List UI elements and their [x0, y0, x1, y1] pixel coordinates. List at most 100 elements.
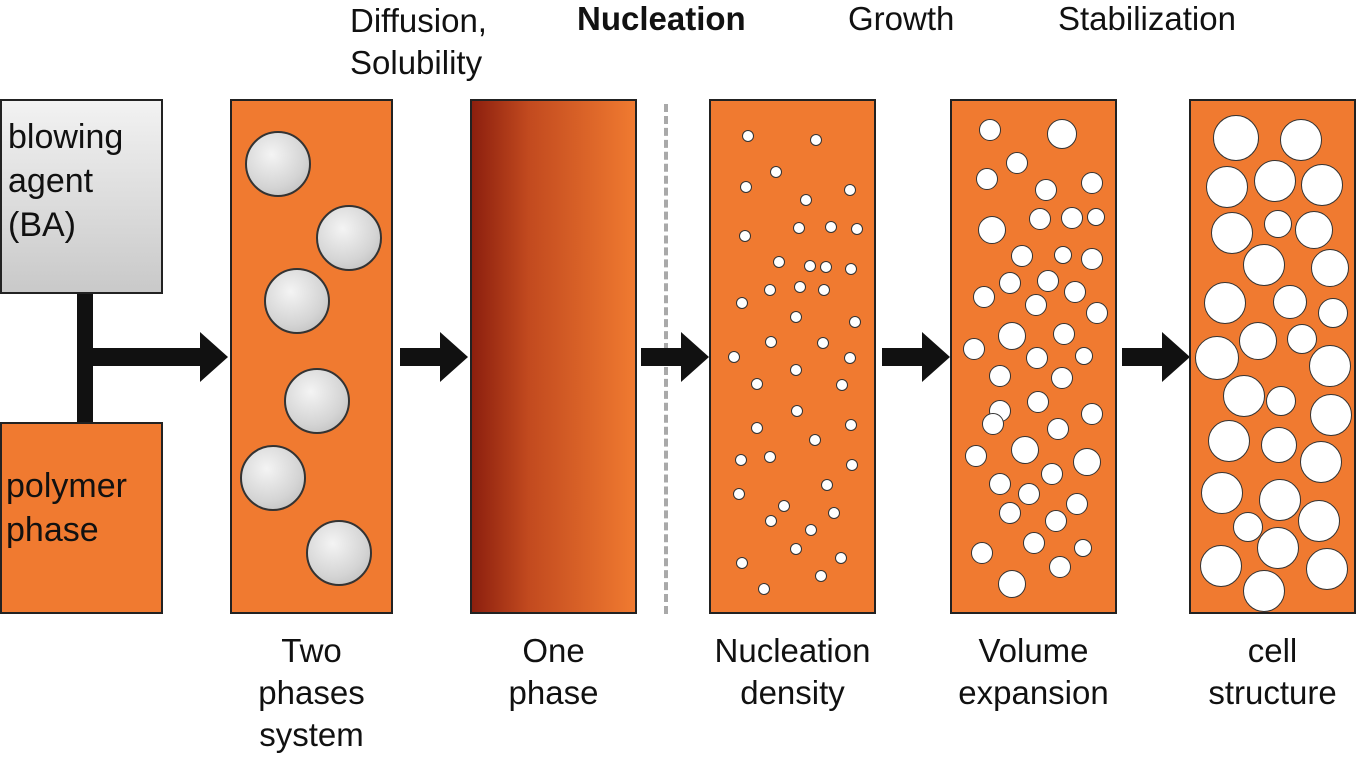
nucleation-bubble [764, 451, 776, 463]
growth-bubble [1066, 493, 1088, 515]
connector-vertical-bar [77, 294, 93, 422]
growth-bubble [1081, 248, 1103, 270]
caption-one-phase: One phase [508, 632, 599, 711]
arrow-3-shaft [641, 348, 683, 366]
nucleation-bubble [849, 316, 861, 328]
cell-bubble [1254, 160, 1296, 202]
arrow-4-head [922, 332, 950, 382]
growth-bubble [1053, 323, 1075, 345]
growth-bubble [1086, 302, 1108, 324]
cell-bubble [1266, 386, 1296, 416]
nucleation-bubble [809, 434, 821, 446]
nucleation-bubble [790, 311, 802, 323]
cell-bubble [1259, 479, 1301, 521]
growth-bubble [998, 322, 1026, 350]
cell-bubble [1208, 420, 1250, 462]
cell-bubble [1298, 500, 1340, 542]
growth-bubble [1049, 556, 1071, 578]
growth-bubble [989, 365, 1011, 387]
cell-bubble [1201, 472, 1243, 514]
cell-bubble [1301, 164, 1343, 206]
stage-label-diffusion: Diffusion, Solubility [350, 2, 487, 81]
cell-bubble [1200, 545, 1242, 587]
nucleation-bubble [733, 488, 745, 500]
arrow-to-two-phases [200, 332, 228, 382]
growth-bubble [1047, 418, 1069, 440]
growth-bubble [999, 272, 1021, 294]
cell-bubble [1233, 512, 1263, 542]
growth-bubble [1011, 436, 1039, 464]
nucleation-bubble [817, 337, 829, 349]
growth-bubble [1061, 207, 1083, 229]
cell-bubble [1287, 324, 1317, 354]
cell-bubble [1261, 427, 1297, 463]
polymer-phase-box: polymer phase [0, 422, 163, 614]
cell-bubble [1206, 166, 1248, 208]
growth-bubble [999, 502, 1021, 524]
growth-bubble [1081, 403, 1103, 425]
nucleation-bubble [845, 263, 857, 275]
arrow-4-shaft [882, 348, 924, 366]
nucleation-bubble [825, 221, 837, 233]
nucleation-bubble [765, 336, 777, 348]
cell-bubble [1306, 548, 1348, 590]
cell-bubble [1273, 285, 1307, 319]
cell-bubble [1300, 441, 1342, 483]
stage-label-growth: Growth [848, 0, 955, 37]
nucleation-bubble [805, 524, 817, 536]
growth-bubble [979, 119, 1001, 141]
nucleation-bubble [794, 281, 806, 293]
growth-bubble [976, 168, 998, 190]
arrow-3-head [681, 332, 709, 382]
nucleation-bubble [764, 284, 776, 296]
nucleation-bubble [851, 223, 863, 235]
stage-label-stabilization: Stabilization [1058, 0, 1236, 37]
growth-bubble [998, 570, 1026, 598]
growth-bubble [1075, 347, 1093, 365]
panel-one-phase [470, 99, 637, 614]
cell-bubble [1195, 336, 1239, 380]
nucleation-bubble [740, 181, 752, 193]
nucleation-bubble [773, 256, 785, 268]
growth-bubble [1074, 539, 1092, 557]
nucleation-bubble [728, 351, 740, 363]
blowing-agent-label: blowing agent (BA) [8, 118, 124, 244]
arrow-2-head [440, 332, 468, 382]
nucleation-bubble [844, 184, 856, 196]
growth-bubble [1011, 245, 1033, 267]
arrow-5-shaft [1122, 348, 1164, 366]
cell-bubble [1204, 282, 1246, 324]
nucleation-bubble [821, 479, 833, 491]
nucleation-bubble [751, 378, 763, 390]
nucleation-bubble [742, 130, 754, 142]
caption-cell-structure: cell structure [1208, 632, 1337, 711]
growth-bubble [1023, 532, 1045, 554]
ba-droplet [264, 268, 330, 334]
nucleation-bubble [736, 297, 748, 309]
growth-bubble [1045, 510, 1067, 532]
growth-bubble [971, 542, 993, 564]
growth-bubble [1026, 347, 1048, 369]
nucleation-bubble [835, 552, 847, 564]
ba-droplet [316, 205, 382, 271]
nucleation-bubble [751, 422, 763, 434]
nucleation-bubble [778, 500, 790, 512]
ba-droplet [240, 445, 306, 511]
nucleation-bubble [836, 379, 848, 391]
growth-bubble [978, 216, 1006, 244]
nucleation-bubble [765, 515, 777, 527]
cell-bubble [1213, 115, 1259, 161]
cell-bubble [1211, 212, 1253, 254]
nucleation-bubble [791, 405, 803, 417]
growth-bubble [1054, 246, 1072, 264]
caption-nucleation-density: Nucleation density [714, 632, 871, 711]
cell-bubble [1257, 527, 1299, 569]
nucleation-bubble [736, 557, 748, 569]
nucleation-bubble [815, 570, 827, 582]
polymer-phase-label: polymer phase [6, 467, 127, 549]
growth-bubble [963, 338, 985, 360]
nucleation-bubble [818, 284, 830, 296]
growth-bubble [1025, 294, 1047, 316]
nucleation-bubble [735, 454, 747, 466]
cell-bubble [1243, 244, 1285, 286]
